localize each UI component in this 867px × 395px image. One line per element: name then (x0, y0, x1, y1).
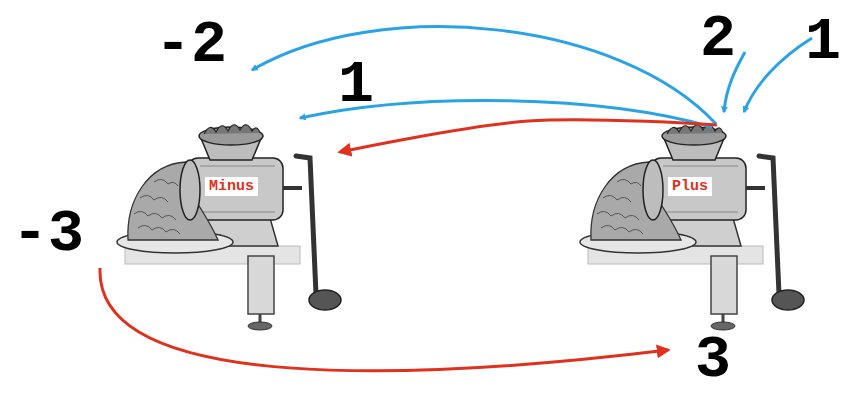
minus-grinder-illustration (117, 125, 341, 330)
flow-connector (340, 120, 717, 152)
result-arrow (100, 268, 668, 371)
grinder-node: Minus (135, 125, 340, 315)
number-label: 1 (338, 55, 374, 115)
number-label: 2 (700, 9, 736, 69)
number-label: 3 (695, 330, 731, 390)
grinder-node: Plus (598, 125, 803, 315)
number-label: -2 (155, 15, 227, 75)
number-label: 1 (805, 12, 841, 72)
number-label: -3 (12, 204, 84, 264)
flow-arrow (252, 27, 716, 124)
flow-arrow (744, 38, 812, 112)
grinder-label: Minus (205, 177, 258, 196)
grinder-label: Plus (668, 177, 712, 196)
plus-grinder-illustration (580, 125, 804, 330)
